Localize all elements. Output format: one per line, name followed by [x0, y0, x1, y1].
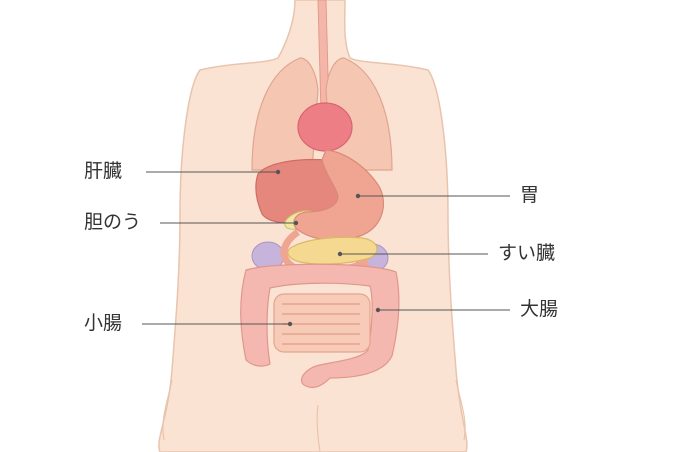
- label-liver: 肝臓: [84, 160, 123, 182]
- leader-dot-liver: [275, 169, 281, 175]
- heart: [297, 102, 353, 152]
- leader-dot-pancreas: [337, 251, 343, 257]
- label-stomach: 胃: [520, 184, 540, 206]
- pancreas: [287, 236, 378, 265]
- leader-dot-gallbladder: [293, 220, 299, 226]
- left-lung: [251, 57, 319, 171]
- leader-dot-large-intestine: [375, 307, 381, 313]
- leader-dot-stomach: [355, 193, 361, 199]
- label-large-intestine: 大腸: [520, 298, 559, 320]
- small-intestine: [273, 293, 371, 353]
- leader-dot-small-intestine: [287, 321, 293, 327]
- label-pancreas: すい臓: [498, 242, 556, 264]
- large-intestine: [240, 263, 400, 389]
- label-gallbladder: 胆のう: [84, 211, 142, 233]
- label-small-intestine: 小腸: [84, 312, 123, 334]
- stomach: [293, 149, 384, 241]
